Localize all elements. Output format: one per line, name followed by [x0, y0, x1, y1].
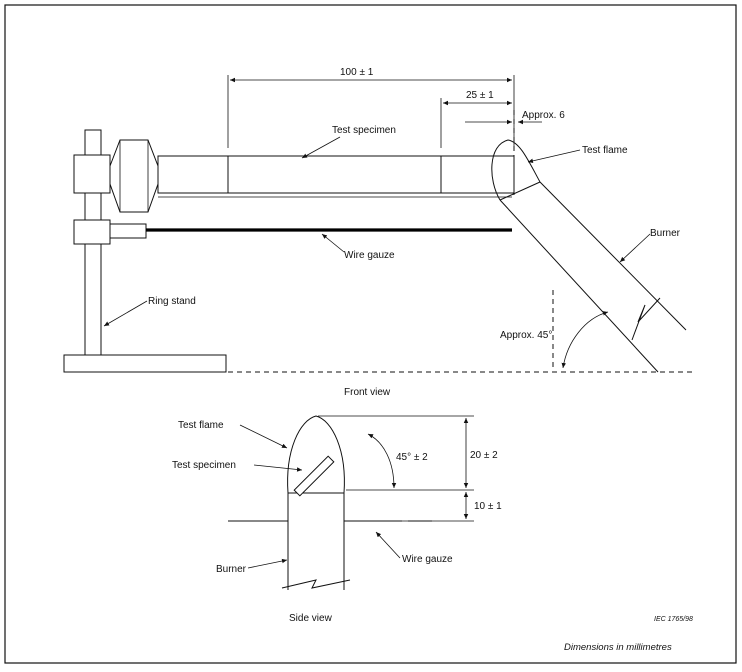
side-view-title: Side view [289, 613, 333, 624]
side-angle-label: 45° ± 2 [396, 452, 428, 463]
side-burner-tube [288, 493, 344, 593]
wire-gauze-label: Wire gauze [344, 250, 395, 261]
side-test-specimen-label: Test specimen [172, 460, 236, 471]
clamp-holder [109, 139, 159, 213]
clamp-lower [73, 219, 111, 245]
dim-20-label: 20 ± 2 [470, 450, 498, 461]
front-burner-label: Burner [650, 228, 681, 239]
side-test-flame-label: Test flame [178, 420, 224, 431]
clamp-upper [73, 154, 111, 194]
front-view: 100 ± 1 25 ± 1 Approx. 6 Test specimen W… [63, 67, 696, 398]
side-view: 20 ± 2 10 ± 1 45° ± 2 Test flame Test sp… [172, 415, 502, 624]
side-wire-gauze-label: Wire gauze [402, 554, 453, 565]
dim-25-label: 25 ± 1 [466, 90, 494, 101]
approx-45-label: Approx. 45° [500, 330, 552, 341]
front-view-title: Front view [344, 387, 391, 398]
ring-stand-base [63, 354, 227, 373]
front-angle-arc [561, 311, 609, 369]
front-burner [499, 181, 687, 373]
side-angle-arc [367, 433, 397, 489]
side-specimen [293, 455, 335, 497]
test-specimen-label: Test specimen [332, 125, 396, 136]
dim-10-label: 10 ± 1 [474, 501, 502, 512]
approx-6-label: Approx. 6 [522, 110, 565, 121]
figure-border [4, 4, 737, 664]
front-test-flame-label: Test flame [582, 145, 628, 156]
side-flame [287, 415, 345, 494]
side-burner-label: Burner [216, 564, 247, 575]
dim-100-label: 100 ± 1 [340, 67, 374, 78]
units-note: Dimensions in millimetres [564, 642, 672, 653]
clamp-lower-jaw [109, 223, 147, 239]
iec-reference: IEC 1765/98 [654, 616, 693, 623]
test-specimen-bar [157, 155, 515, 194]
ring-stand-label: Ring stand [148, 296, 196, 307]
